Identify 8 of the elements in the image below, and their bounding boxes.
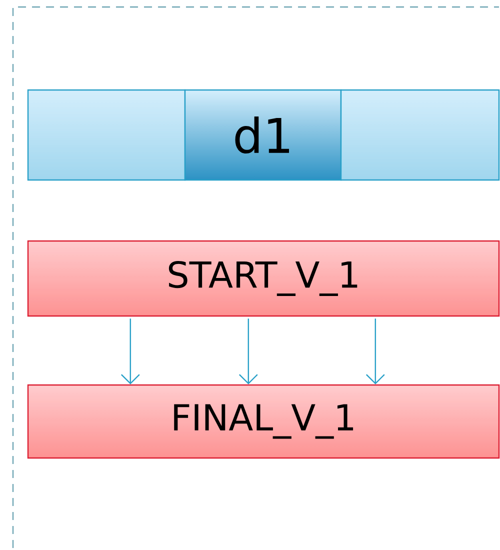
arrow <box>238 318 258 384</box>
process-box: START_V_1 <box>27 240 500 317</box>
arrow <box>366 318 385 384</box>
cell: d1 <box>184 89 342 181</box>
cell <box>27 89 186 181</box>
arrow <box>120 318 140 384</box>
process-box: FINAL_V_1 <box>27 384 500 459</box>
cell <box>340 89 500 181</box>
